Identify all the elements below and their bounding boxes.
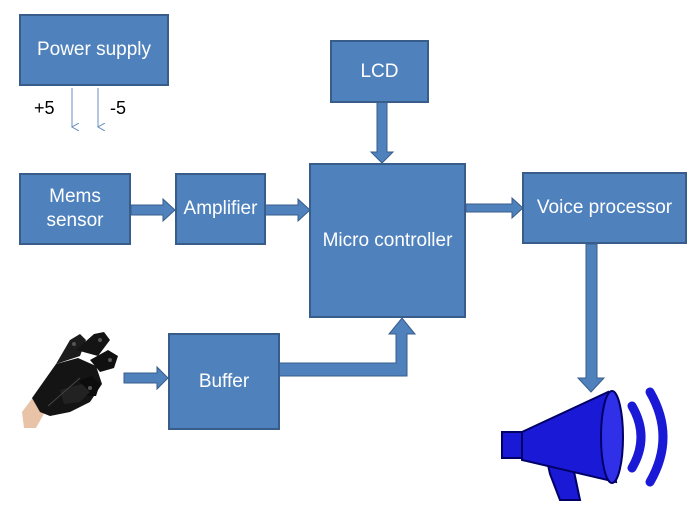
voice-processor-block: Voice processor bbox=[522, 172, 687, 244]
buffer-to-mcu-arrow bbox=[278, 317, 417, 377]
voice-to-speaker-arrow bbox=[576, 243, 606, 393]
power-plus-label: +5 bbox=[34, 98, 55, 118]
voice-processor-label: Voice processor bbox=[536, 197, 673, 219]
power-supply-block: Power supply bbox=[19, 14, 169, 86]
micro-controller-block: Micro controller bbox=[309, 163, 466, 318]
amplifier-block: Amplifier bbox=[175, 173, 266, 245]
glove-to-buffer-arrow bbox=[123, 365, 169, 391]
mems-to-amplifier-arrow bbox=[130, 197, 176, 223]
power-minus-label: -5 bbox=[110, 98, 127, 118]
loudspeaker-icon bbox=[501, 387, 668, 501]
mems-sensor-block: Mems sensor bbox=[19, 173, 131, 245]
buffer-label: Buffer bbox=[198, 370, 250, 392]
buffer-block: Buffer bbox=[168, 333, 280, 430]
power-supply-label: Power supply bbox=[36, 39, 152, 61]
mcu-to-voice-arrow bbox=[465, 196, 524, 220]
mems-sensor-label-line2: sensor bbox=[46, 210, 104, 231]
mems-sensor-label-line1: Mems bbox=[49, 186, 101, 208]
amplifier-label: Amplifier bbox=[183, 198, 258, 220]
amplifier-to-mcu-arrow bbox=[264, 197, 311, 223]
glove-icon bbox=[22, 332, 118, 428]
lcd-to-mcu-arrow bbox=[369, 101, 395, 164]
micro-controller-label: Micro controller bbox=[322, 229, 453, 251]
lcd-block: LCD bbox=[330, 40, 429, 103]
lcd-label: LCD bbox=[360, 60, 399, 82]
